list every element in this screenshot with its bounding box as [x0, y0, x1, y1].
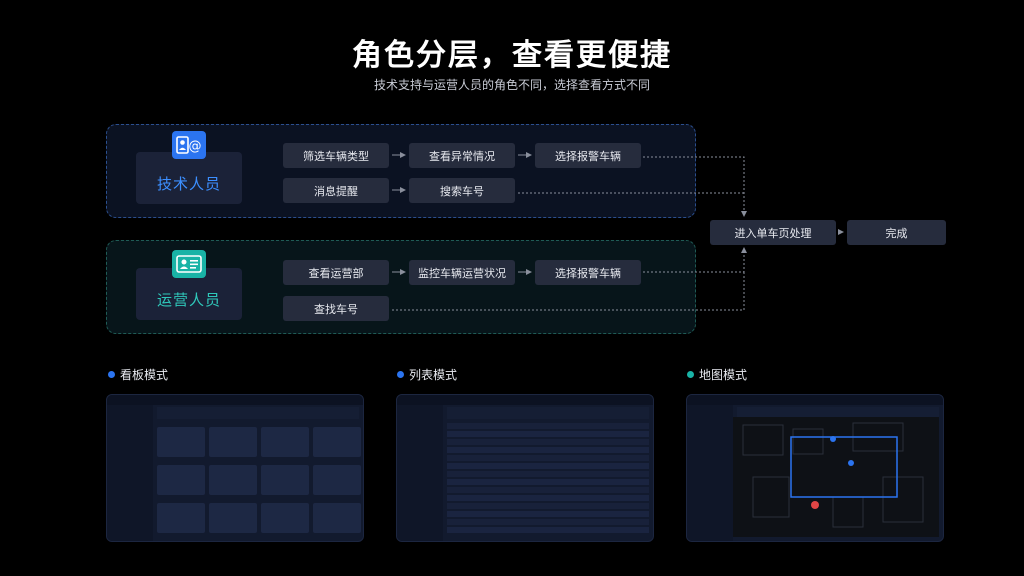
- preview-row: [447, 423, 649, 429]
- preview-card: [209, 503, 257, 533]
- mode-list-label: 列表模式: [397, 366, 457, 383]
- preview-row: [447, 455, 649, 461]
- preview-row: [447, 511, 649, 517]
- list-mode-preview: [396, 394, 654, 542]
- preview-card: [261, 465, 309, 495]
- node-select-alarm-vehicle-ops: 选择报警车辆: [535, 260, 641, 285]
- mode-map-label: 地图模式: [687, 366, 747, 383]
- node-message-reminder: 消息提醒: [283, 178, 389, 203]
- preview-card: [313, 465, 361, 495]
- node-select-alarm-vehicle-tech: 选择报警车辆: [535, 143, 641, 168]
- preview-row: [447, 431, 649, 437]
- preview-row: [447, 479, 649, 485]
- preview-row: [447, 519, 649, 525]
- preview-row: [447, 503, 649, 509]
- preview-card: [157, 465, 205, 495]
- dashboard-mode-preview: [106, 394, 364, 542]
- preview-card: [261, 427, 309, 457]
- id-card-icon: [172, 250, 206, 278]
- node-enter-vehicle-page: 进入单车页处理: [710, 220, 836, 245]
- svg-text:@: @: [189, 139, 202, 154]
- preview-card: [209, 465, 257, 495]
- preview-row: [447, 495, 649, 501]
- preview-card: [157, 427, 205, 457]
- node-monitor-ops-status: 监控车辆运营状况: [409, 260, 515, 285]
- preview-row: [447, 527, 649, 533]
- node-view-anomaly: 查看异常情况: [409, 143, 515, 168]
- node-done: 完成: [847, 220, 946, 245]
- preview-row: [447, 439, 649, 445]
- blue-dot-icon: [397, 371, 404, 378]
- teal-dot-icon: [687, 371, 694, 378]
- preview-card: [157, 503, 205, 533]
- node-filter-vehicle-type: 筛选车辆类型: [283, 143, 389, 168]
- blue-dot-icon: [108, 371, 115, 378]
- role-tech-card: 技术人员: [136, 152, 242, 204]
- preview-row: [447, 487, 649, 493]
- preview-card: [313, 427, 361, 457]
- preview-card: [261, 503, 309, 533]
- page-subtitle: 技术支持与运营人员的角色不同，选择查看方式不同: [373, 78, 650, 92]
- preview-card: [313, 503, 361, 533]
- preview-row: [447, 471, 649, 477]
- role-tech-label: 技术人员: [156, 175, 221, 193]
- role-ops-label: 运营人员: [156, 291, 221, 309]
- preview-card: [209, 427, 257, 457]
- preview-row: [447, 463, 649, 469]
- preview-row: [447, 447, 649, 453]
- node-view-ops-dept: 查看运营部: [283, 260, 389, 285]
- map-mode-preview: [686, 394, 944, 542]
- node-find-plate: 查找车号: [283, 296, 389, 321]
- mode-dashboard-label: 看板模式: [108, 366, 168, 383]
- contact-card-icon: @: [172, 131, 206, 159]
- page-title: 角色分层，查看更便捷: [352, 38, 672, 73]
- node-search-plate: 搜索车号: [409, 178, 515, 203]
